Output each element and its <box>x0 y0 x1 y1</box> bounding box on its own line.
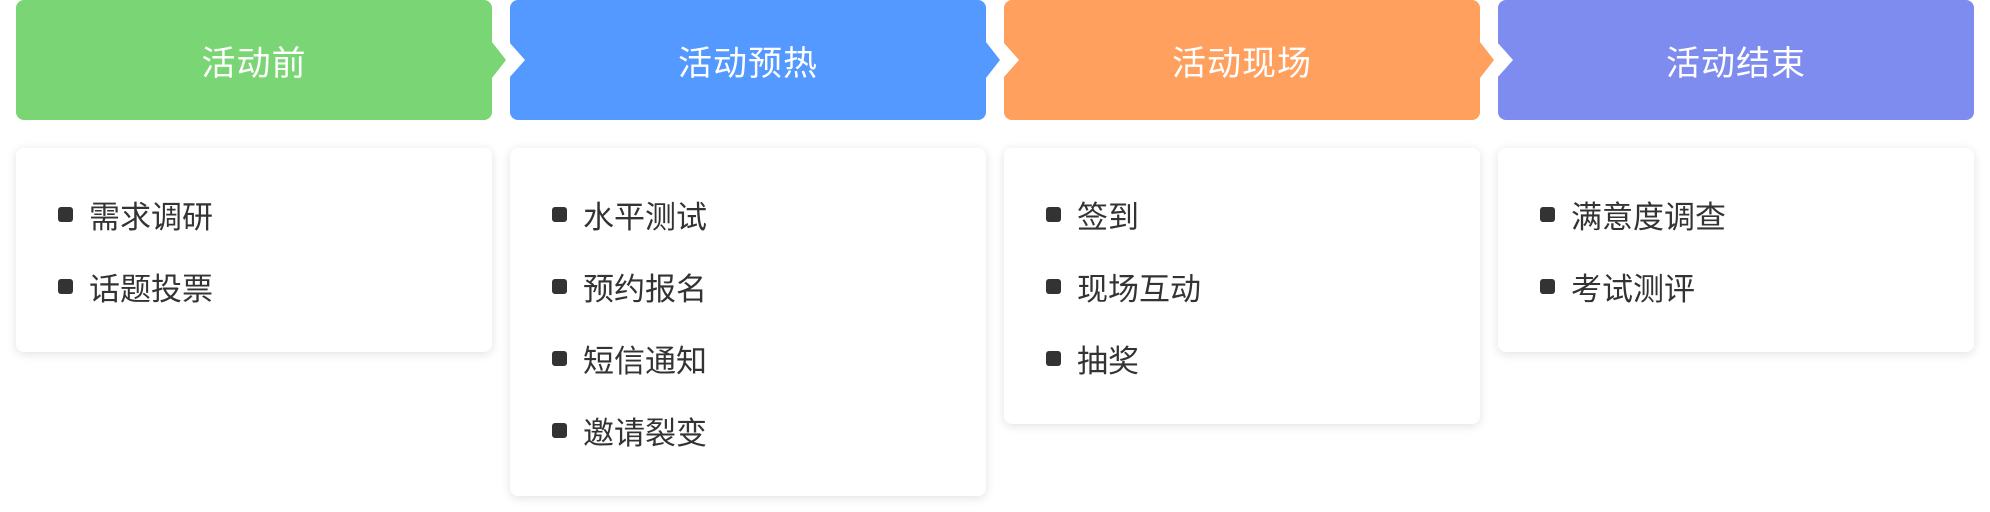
list-item-label: 考试测评 <box>1571 271 1695 308</box>
list-item: 签到 <box>1046 178 1480 250</box>
chevron-right-icon <box>1480 42 1494 78</box>
list-item-label: 签到 <box>1077 199 1139 236</box>
chevron-right-icon <box>986 42 1000 78</box>
list-item: 抽奖 <box>1046 322 1480 394</box>
stage-header-before: 活动前 <box>16 0 506 120</box>
bullet-icon <box>1540 278 1555 294</box>
chevron-notch-icon <box>1003 42 1019 78</box>
bullet-icon <box>1046 278 1061 294</box>
stage-header-onsite: 活动现场 <box>1003 0 1494 120</box>
stage-card-end: 满意度调查 考试测评 <box>1498 148 1974 352</box>
list-item-label: 短信通知 <box>583 343 707 380</box>
stage-card-onsite: 签到 现场互动 抽奖 <box>1004 148 1480 424</box>
list-item: 预约报名 <box>552 250 986 322</box>
list-item-label: 邀请裂变 <box>583 415 707 452</box>
bullet-icon <box>552 278 567 294</box>
stage-card-before: 需求调研 话题投票 <box>16 148 492 352</box>
list-item-label: 抽奖 <box>1077 343 1139 380</box>
stage-card-warmup: 水平测试 预约报名 短信通知 邀请裂变 <box>510 148 986 496</box>
bullet-icon <box>552 350 567 366</box>
bullet-icon <box>58 278 73 294</box>
bullet-icon <box>58 206 73 222</box>
bullet-icon <box>552 206 567 222</box>
stage-column-onsite: 活动现场 签到 现场互动 抽奖 <box>1003 0 1494 424</box>
stage-column-warmup: 活动预热 水平测试 预约报名 短信通知 邀请裂变 <box>509 0 1000 496</box>
list-item: 考试测评 <box>1540 250 1974 322</box>
list-item: 需求调研 <box>58 178 492 250</box>
list-item-label: 预约报名 <box>583 271 707 308</box>
list-item: 短信通知 <box>552 322 986 394</box>
list-item: 话题投票 <box>58 250 492 322</box>
chevron-right-icon <box>492 42 506 78</box>
bullet-icon <box>1540 206 1555 222</box>
list-item: 水平测试 <box>552 178 986 250</box>
stage-column-before: 活动前 需求调研 话题投票 <box>16 0 506 352</box>
bullet-icon <box>1046 350 1061 366</box>
chevron-notch-icon <box>509 42 525 78</box>
stage-header-end: 活动结束 <box>1497 0 1974 120</box>
stage-header-warmup: 活动预热 <box>509 0 1000 120</box>
stage-title: 活动前 <box>201 43 307 84</box>
list-item: 现场互动 <box>1046 250 1480 322</box>
list-item: 邀请裂变 <box>552 394 986 466</box>
stage-title: 活动现场 <box>1172 43 1312 84</box>
list-item-label: 满意度调查 <box>1571 199 1726 236</box>
list-item-label: 水平测试 <box>583 199 707 236</box>
bullet-icon <box>1046 206 1061 222</box>
stage-column-end: 活动结束 满意度调查 考试测评 <box>1497 0 1974 352</box>
list-item-label: 需求调研 <box>89 199 213 236</box>
chevron-notch-icon <box>1497 42 1513 78</box>
stage-title: 活动结束 <box>1666 43 1806 84</box>
list-item-label: 现场互动 <box>1077 271 1201 308</box>
bullet-icon <box>552 422 567 438</box>
stage-title: 活动预热 <box>678 43 818 84</box>
list-item-label: 话题投票 <box>89 271 213 308</box>
list-item: 满意度调查 <box>1540 178 1974 250</box>
